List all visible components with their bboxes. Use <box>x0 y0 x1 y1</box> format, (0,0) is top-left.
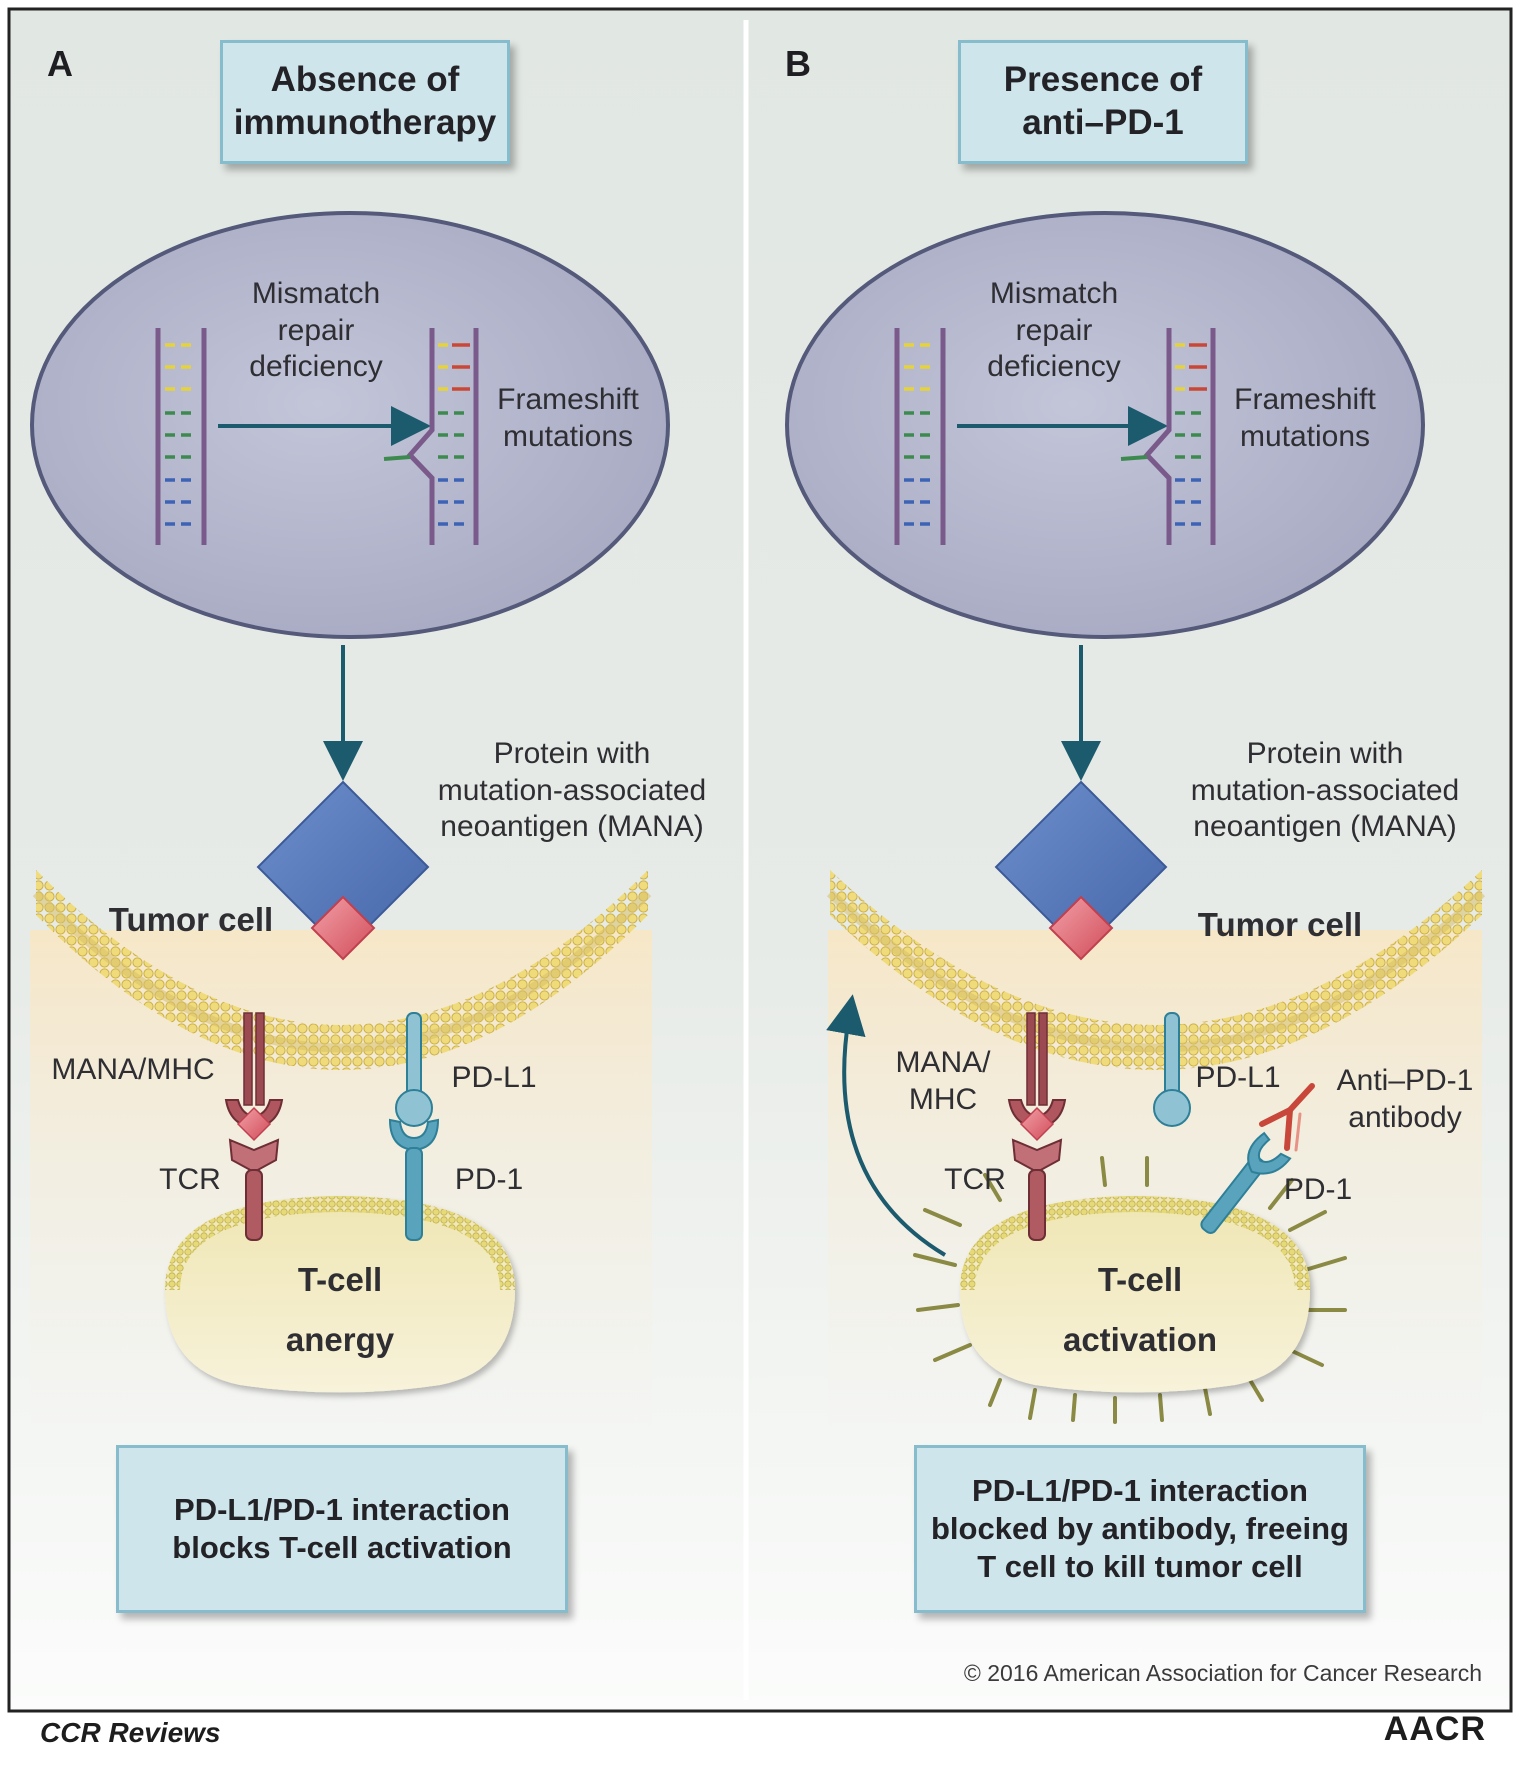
tumor-cell-label-a: Tumor cell <box>108 901 274 938</box>
tcell-label-b-1: T-cell <box>1097 1261 1183 1298</box>
dna-mutated <box>383 328 479 545</box>
pd-1-blocked <box>1200 1131 1292 1234</box>
antibody-label-b: Anti–PD-1 antibody <box>1336 1064 1474 1134</box>
dna-normal <box>155 328 207 545</box>
panel-b-letter: B <box>785 43 811 84</box>
protein-label-a: Protein with mutation-associated neoanti… <box>437 737 707 844</box>
dna-normal <box>894 328 946 545</box>
protein-label-b: Protein with mutation-associated neoanti… <box>1190 737 1460 844</box>
tcell-label-a-1: T-cell <box>297 1261 383 1298</box>
pd-1-label-b: PD-1 <box>1283 1173 1353 1206</box>
pd-1-label-a: PD-1 <box>454 1163 524 1196</box>
publisher-logo: AACR <box>1383 1710 1486 1748</box>
tumor-membrane <box>32 870 652 1070</box>
nucleus-label-b: Mismatch repair deficiency <box>987 277 1121 384</box>
tcell-label-a-2: anergy <box>285 1321 395 1358</box>
tcr-label-a: TCR <box>159 1163 221 1196</box>
pd-l1-pd-1-complex <box>388 1012 440 1241</box>
nucleus-label-a: Mismatch repair deficiency <box>249 277 383 384</box>
panel-b <box>785 211 1486 1450</box>
dna-mutated <box>1120 328 1216 545</box>
mana-protein <box>994 780 1168 961</box>
tcr-label-b: TCR <box>944 1163 1006 1196</box>
mana-mhc-label-b: MANA/ MHC <box>895 1046 991 1116</box>
panel-b-title: Presence of anti–PD-1 <box>958 40 1248 164</box>
panel-a-title: Absence of immunotherapy <box>220 40 510 164</box>
tcr-receptor <box>1011 1138 1063 1241</box>
anti-pd-1-antibody <box>1259 1083 1315 1152</box>
pd-l1-free <box>1153 1012 1191 1127</box>
panel-a-caption: PD-L1/PD-1 interaction blocks T-cell act… <box>116 1445 568 1613</box>
mana-mhc-complex <box>1007 1012 1067 1142</box>
panel-b-caption: PD-L1/PD-1 interaction blocked by antibo… <box>914 1445 1366 1613</box>
mutation-label-b: Frameshift mutations <box>1234 383 1376 453</box>
tcr-receptor <box>228 1138 280 1241</box>
copyright-notice: © 2016 American Association for Cancer R… <box>963 1660 1482 1686</box>
mutation-label-a: Frameshift mutations <box>497 383 639 453</box>
panel-a <box>30 211 670 1450</box>
tumor-membrane <box>826 870 1486 1070</box>
pd-l1-label-a: PD-L1 <box>451 1061 537 1094</box>
mana-protein <box>256 780 430 961</box>
kill-arrow <box>826 994 947 1257</box>
mana-mhc-label-a: MANA/MHC <box>51 1053 215 1086</box>
mana-mhc-complex <box>224 1012 284 1142</box>
journal-name: CCR Reviews <box>40 1717 221 1748</box>
panel-a-letter: A <box>47 43 73 84</box>
tcell-label-b-2: activation <box>1062 1321 1218 1358</box>
tumor-cell-label-b: Tumor cell <box>1197 906 1363 943</box>
pd-l1-label-b: PD-L1 <box>1195 1061 1281 1094</box>
